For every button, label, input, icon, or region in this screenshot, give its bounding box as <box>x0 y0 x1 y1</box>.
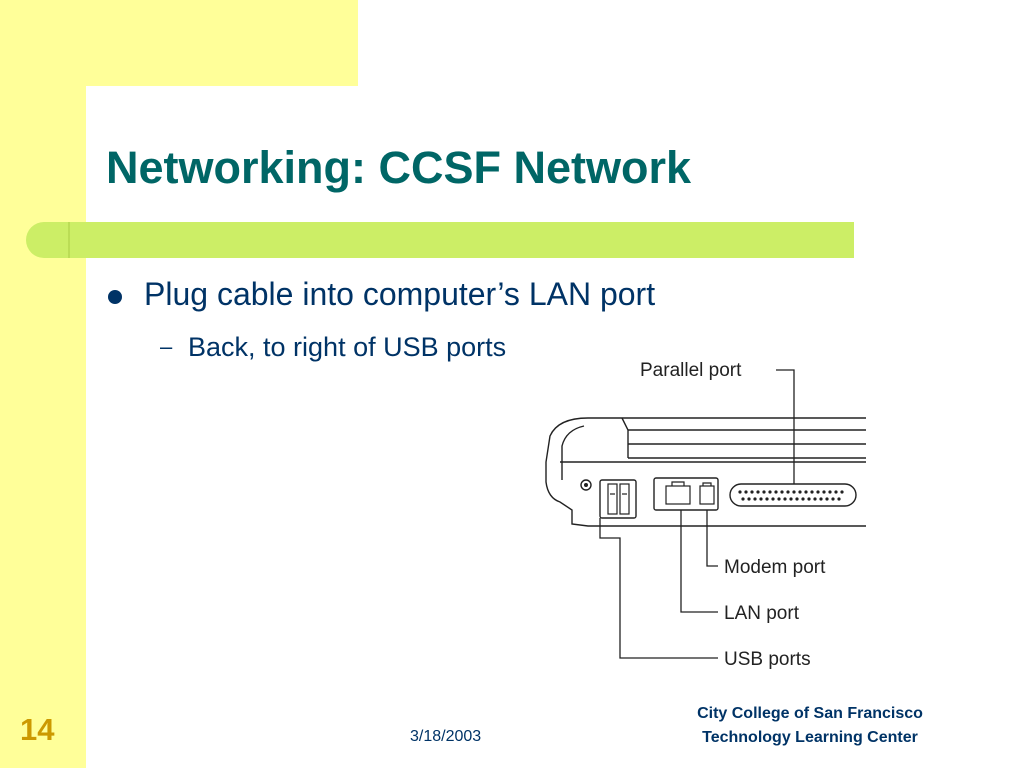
footer-org-line1: City College of San Francisco <box>697 705 923 722</box>
page-number: 14 <box>20 712 55 747</box>
usb-leader-line <box>599 518 718 659</box>
lan-port-label: LAN port <box>724 603 800 624</box>
footer-org-line2: Technology Learning Center <box>702 729 918 746</box>
parallel-port-pins-icon <box>738 490 844 501</box>
title-underline-bar <box>26 222 854 258</box>
modem-port-icon <box>699 482 715 505</box>
screw-icon <box>580 479 592 491</box>
sub-bullet-text: Back, to right of USB ports <box>188 332 507 362</box>
sub-bullet-dash: – <box>160 334 173 359</box>
title-bar-divider <box>68 222 70 258</box>
footer-date: 3/18/2003 <box>410 728 482 745</box>
bullet-icon <box>108 290 122 304</box>
modem-leader-line <box>706 510 718 567</box>
laptop-ports-diagram: Parallel port Modem port LAN port USB po… <box>545 360 866 670</box>
lan-port-icon <box>665 481 691 505</box>
parallel-port-label: Parallel port <box>640 360 742 381</box>
usb-port-icon <box>607 483 630 515</box>
content-panel <box>86 86 1024 768</box>
bullet-text: Plug cable into computer’s LAN port <box>144 276 656 312</box>
slide-title: Networking: CCSF Network <box>106 142 692 193</box>
usb-ports-label: USB ports <box>724 649 811 670</box>
background-left-band <box>0 0 86 768</box>
background-top-band <box>0 0 358 86</box>
footer-organization: City College of San Francisco Technology… <box>640 702 980 750</box>
modem-port-label: Modem port <box>724 557 826 578</box>
parallel-leader-line <box>776 369 795 484</box>
lan-leader-line <box>680 510 718 613</box>
